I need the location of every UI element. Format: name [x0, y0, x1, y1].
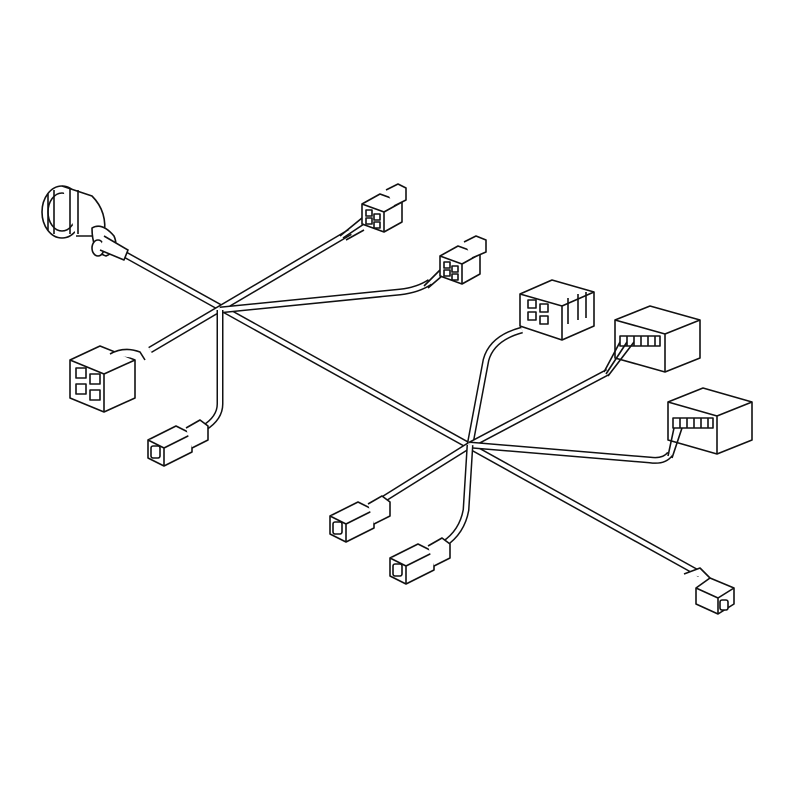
- small-connector-bottom-right: [683, 567, 735, 615]
- branch-8pin-fill: [468, 328, 523, 446]
- branch-upper-box-fill: [469, 370, 609, 447]
- six-pin-box-connector-lower: [667, 387, 753, 459]
- four-pin-connector-top: [339, 183, 407, 241]
- connectors: [41, 183, 753, 615]
- small-connector-bottom-center: [389, 537, 451, 585]
- branch-lower-box-fill: [469, 443, 672, 463]
- main-trunk-fill: [123, 252, 701, 576]
- large-square-connector: [69, 345, 146, 413]
- branch-top-connector-fill: [148, 230, 352, 352]
- small-connector-left: [147, 419, 209, 467]
- circular-connector: [41, 185, 129, 261]
- branch-bottom-left-fill: [380, 443, 472, 502]
- wires: [122, 228, 702, 578]
- six-pin-box-connector-upper: [603, 305, 701, 377]
- eight-pin-connector: [519, 279, 595, 341]
- four-pin-connector-mid: [423, 235, 487, 289]
- small-connector-bottom-left: [329, 495, 391, 543]
